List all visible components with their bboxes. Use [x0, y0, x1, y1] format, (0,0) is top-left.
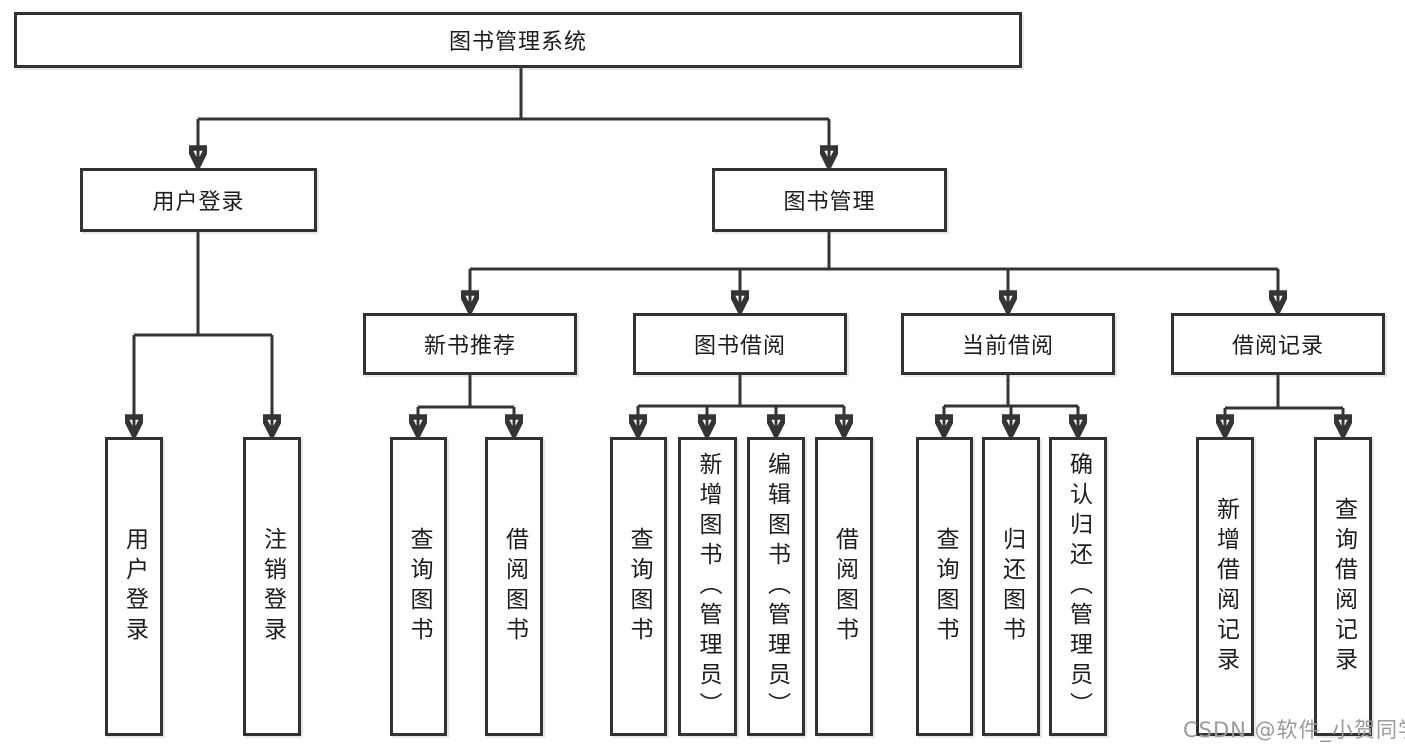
leaf-confirm-return-admin: 确认归还（管理员）	[1049, 437, 1107, 736]
leaf-query-books-recommend: 查询图书	[390, 437, 447, 736]
csdn-watermark: CSDN @软件_小贺同学	[1183, 718, 1405, 742]
leaf-query-books-borrowing: 查询图书	[610, 437, 667, 736]
leaf-query-borrow-record: 查询借阅记录	[1314, 437, 1372, 736]
leaf-user-login: 用户登录	[105, 437, 163, 736]
leaf-query-books-current: 查询图书	[916, 437, 973, 736]
connector-stems	[134, 68, 1343, 410]
node-book-management: 图书管理	[712, 168, 947, 232]
leaf-logout: 注销登录	[243, 437, 301, 736]
node-user-login: 用户登录	[80, 168, 317, 232]
leaf-edit-books-admin: 编辑图书（管理员）	[747, 437, 805, 736]
leaf-borrow-books-borrowing: 借阅图书	[815, 437, 873, 736]
leaf-borrow-books-recommend: 借阅图书	[485, 437, 543, 736]
node-root: 图书管理系统	[14, 12, 1022, 68]
node-book-borrowing: 图书借阅	[633, 313, 847, 375]
node-current-borrowing: 当前借阅	[901, 313, 1115, 375]
leaf-return-books: 归还图书	[982, 437, 1040, 736]
leaf-add-borrow-record: 新增借阅记录	[1196, 437, 1254, 736]
node-new-book-recommend: 新书推荐	[363, 313, 577, 375]
node-borrowing-records: 借阅记录	[1171, 313, 1385, 375]
leaf-add-books-admin: 新增图书（管理员）	[678, 437, 737, 736]
